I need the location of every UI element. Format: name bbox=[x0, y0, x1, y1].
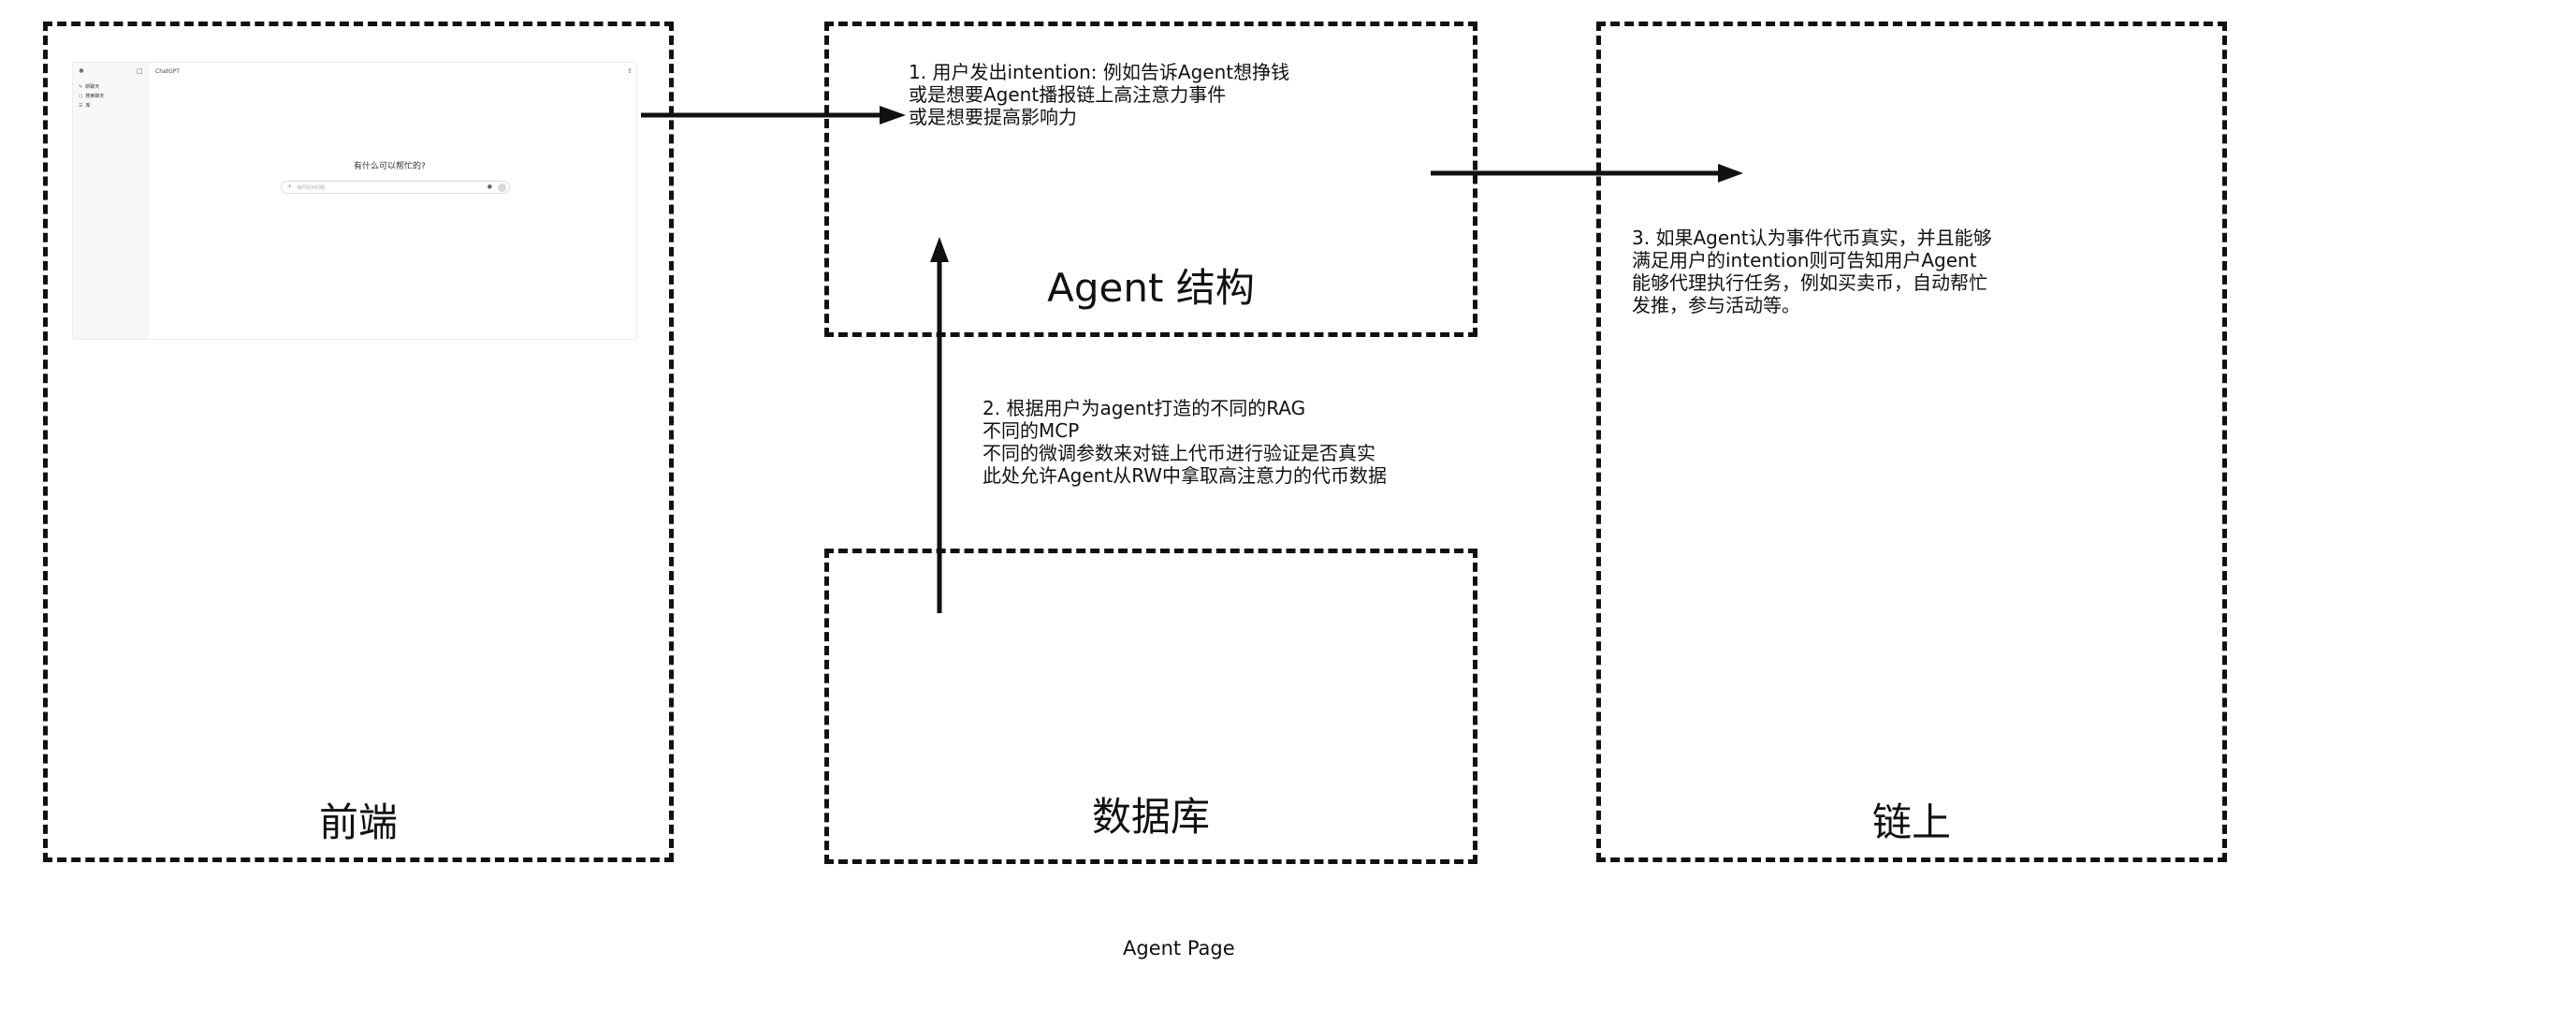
database-box: 数据库 bbox=[824, 549, 1477, 864]
library-icon: ☰ bbox=[79, 103, 83, 109]
chat-input-placeholder: 询问任何问题 bbox=[297, 185, 326, 191]
step-1-line: 或是想要提高影响力 bbox=[909, 106, 1077, 128]
step-2-line: 2. 根据用户为agent打造的不同的RAG bbox=[982, 397, 1306, 419]
logo-icon: ✺ bbox=[79, 67, 84, 75]
database-label: 数据库 bbox=[1091, 794, 1210, 840]
chat-input: + 询问任何问题 ● bbox=[281, 181, 510, 194]
chat-app-screenshot: ✺ □ ✎新聊天 ○搜索聊天 ☰库 ChatGPT ⇧ 有什么可以帮忙的? + … bbox=[72, 62, 637, 340]
sidebar-item-label: 库 bbox=[85, 103, 91, 109]
voice-mode-icon bbox=[498, 183, 506, 192]
agent-structure-box: Agent 结构 bbox=[824, 22, 1477, 337]
step-2-line: 不同的微调参数来对链上代币进行验证是否真实 bbox=[982, 442, 1375, 464]
search-icon: ○ bbox=[79, 94, 83, 99]
chat-sidebar: ✺ □ ✎新聊天 ○搜索聊天 ☰库 bbox=[73, 63, 150, 339]
page-caption: Agent Page bbox=[1123, 937, 1235, 960]
step-2-line: 不同的MCP bbox=[982, 419, 1080, 442]
sidebar-item-search: ○搜索聊天 bbox=[79, 93, 104, 99]
new-chat-icon: ✎ bbox=[79, 84, 83, 90]
sidebar-item-label: 搜索聊天 bbox=[85, 94, 105, 99]
chat-greeting: 有什么可以帮忙的? bbox=[354, 162, 426, 171]
step-1-line: 1. 用户发出intention: 例如告诉Agent想挣钱 bbox=[909, 61, 1290, 83]
on-chain-label: 链上 bbox=[1871, 799, 1951, 845]
step-3-line: 发推，参与活动等。 bbox=[1632, 294, 1800, 316]
plus-icon: + bbox=[287, 183, 293, 190]
step-3-line: 能够代理执行任务，例如买卖币，自动帮忙 bbox=[1632, 271, 1987, 294]
microphone-icon: ● bbox=[487, 183, 492, 190]
step-3-line: 3. 如果Agent认为事件代币真实，并且能够 bbox=[1632, 227, 1992, 249]
step-2-note: 2. 根据用户为agent打造的不同的RAG 不同的MCP 不同的微调参数来对链… bbox=[982, 397, 1387, 487]
frontend-box: 前端 bbox=[43, 22, 674, 862]
step-3-line: 满足用户的intention则可告知用户Agent bbox=[1632, 249, 1977, 271]
sidebar-item-library: ☰库 bbox=[79, 102, 91, 109]
on-chain-box: 链上 bbox=[1596, 22, 2227, 862]
step-1-line: 或是想要Agent播报链上高注意力事件 bbox=[909, 83, 1227, 106]
sidebar-item-new-chat: ✎新聊天 bbox=[79, 83, 99, 90]
chat-app-title: ChatGPT bbox=[155, 68, 180, 75]
share-icon: ⇧ bbox=[627, 67, 633, 75]
step-1-note: 1. 用户发出intention: 例如告诉Agent想挣钱 或是想要Agent… bbox=[909, 61, 1289, 128]
frontend-label: 前端 bbox=[318, 799, 398, 845]
step-2-line: 此处允许Agent从RW中拿取高注意力的代币数据 bbox=[982, 464, 1388, 487]
sidebar-toggle-icon: □ bbox=[137, 67, 143, 75]
sidebar-item-label: 新聊天 bbox=[85, 84, 100, 90]
agent-structure-label: Agent 结构 bbox=[1047, 265, 1255, 311]
step-3-note: 3. 如果Agent认为事件代币真实，并且能够 满足用户的intention则可… bbox=[1632, 227, 1992, 316]
